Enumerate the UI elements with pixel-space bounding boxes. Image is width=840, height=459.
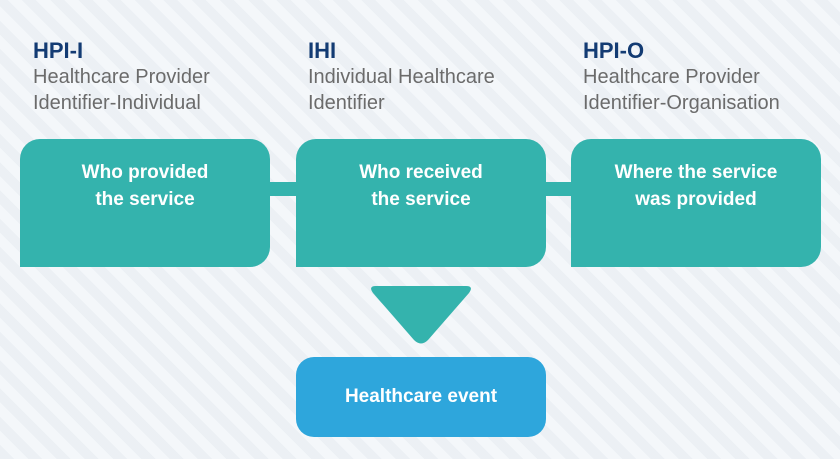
box-line: was provided [635, 189, 757, 210]
box-line: Where the service [614, 162, 778, 183]
heading-line: Healthcare Provider [33, 66, 210, 88]
heading-line: Identifier-Individual [33, 92, 201, 114]
heading-ihi: IHI Individual Healthcare Identifier [308, 38, 495, 116]
heading-hpi-o: HPI-O Healthcare Provider Identifier-Org… [583, 38, 780, 116]
heading-code: IHI [308, 38, 337, 63]
heading-code: HPI-O [583, 38, 645, 63]
event-label: Healthcare event [344, 386, 498, 407]
heading-line: Individual Healthcare [308, 66, 495, 88]
connector-line [536, 182, 582, 196]
box-line: Who provided [81, 162, 209, 183]
box-line: Who received [359, 162, 483, 183]
box-who-received: Who received the service [296, 139, 546, 267]
box-line: the service [95, 189, 195, 210]
box-line: the service [371, 189, 471, 210]
down-arrow-icon [371, 286, 471, 344]
heading-line: Identifier [308, 92, 385, 114]
heading-line: Identifier-Organisation [583, 92, 780, 114]
heading-hpi-i: HPI-I Healthcare Provider Identifier-Ind… [33, 38, 210, 116]
healthcare-event-box: Healthcare event [296, 357, 546, 437]
heading-code: HPI-I [33, 38, 84, 63]
box-where-provided: Where the service was provided [571, 139, 821, 267]
box-who-provided: Who provided the service [20, 139, 270, 267]
heading-line: Healthcare Provider [583, 66, 760, 88]
